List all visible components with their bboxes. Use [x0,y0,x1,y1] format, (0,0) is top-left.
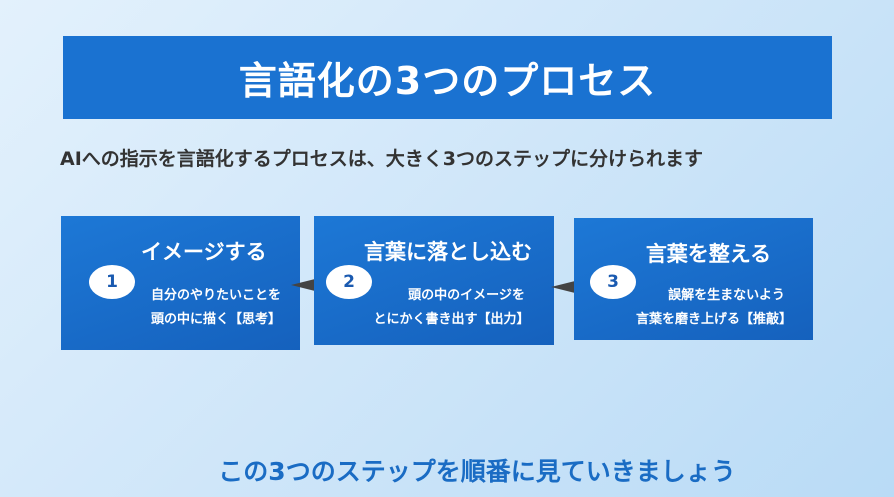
arrow-left-icon [551,281,575,293]
step-title: 言葉を整える [645,242,772,266]
step-title: 言葉に落とし込む [364,240,532,264]
step-description: 誤解を生まないよう 言葉を磨き上げる【推敲】 [619,284,809,332]
step-desc-line: 言葉を磨き上げる【推敲】 [635,312,792,327]
step-desc-line: とにかく書き出す【出力】 [373,312,530,327]
subtitle: AIへの指示を言語化するプロセスは、大きく3つのステップに分けられます [60,148,703,170]
step-desc-line: 自分のやりたいことを [150,288,281,303]
step-title: イメージする [141,240,267,264]
step-number-badge: 1 [89,265,135,299]
step-1-box: イメージする 1 自分のやりたいことを 頭の中に描く【思考】 [61,216,300,350]
step-number-badge: 2 [326,265,372,299]
step-number-badge: 3 [590,265,636,299]
step-3-box: 言葉を整える 3 誤解を生まないよう 言葉を磨き上げる【推敲】 [574,218,813,340]
step-desc-line: 頭の中に描く【思考】 [150,312,281,327]
step-description: 自分のやりたいことを 頭の中に描く【思考】 [141,284,291,332]
arrow-left-icon [291,279,315,291]
step-description: 頭の中のイメージを とにかく書き出す【出力】 [354,284,549,332]
title-banner: 言語化の3つのプロセス [63,36,832,119]
footer-text: この3つのステップを順番に見ていきましょう [218,457,736,486]
step-desc-line: 頭の中のイメージを [408,288,525,303]
step-2-box: 言葉に落とし込む 2 頭の中のイメージを とにかく書き出す【出力】 [314,216,554,345]
page-title: 言語化の3つのプロセス [238,59,657,103]
step-desc-line: 誤解を生まないよう [668,288,785,303]
